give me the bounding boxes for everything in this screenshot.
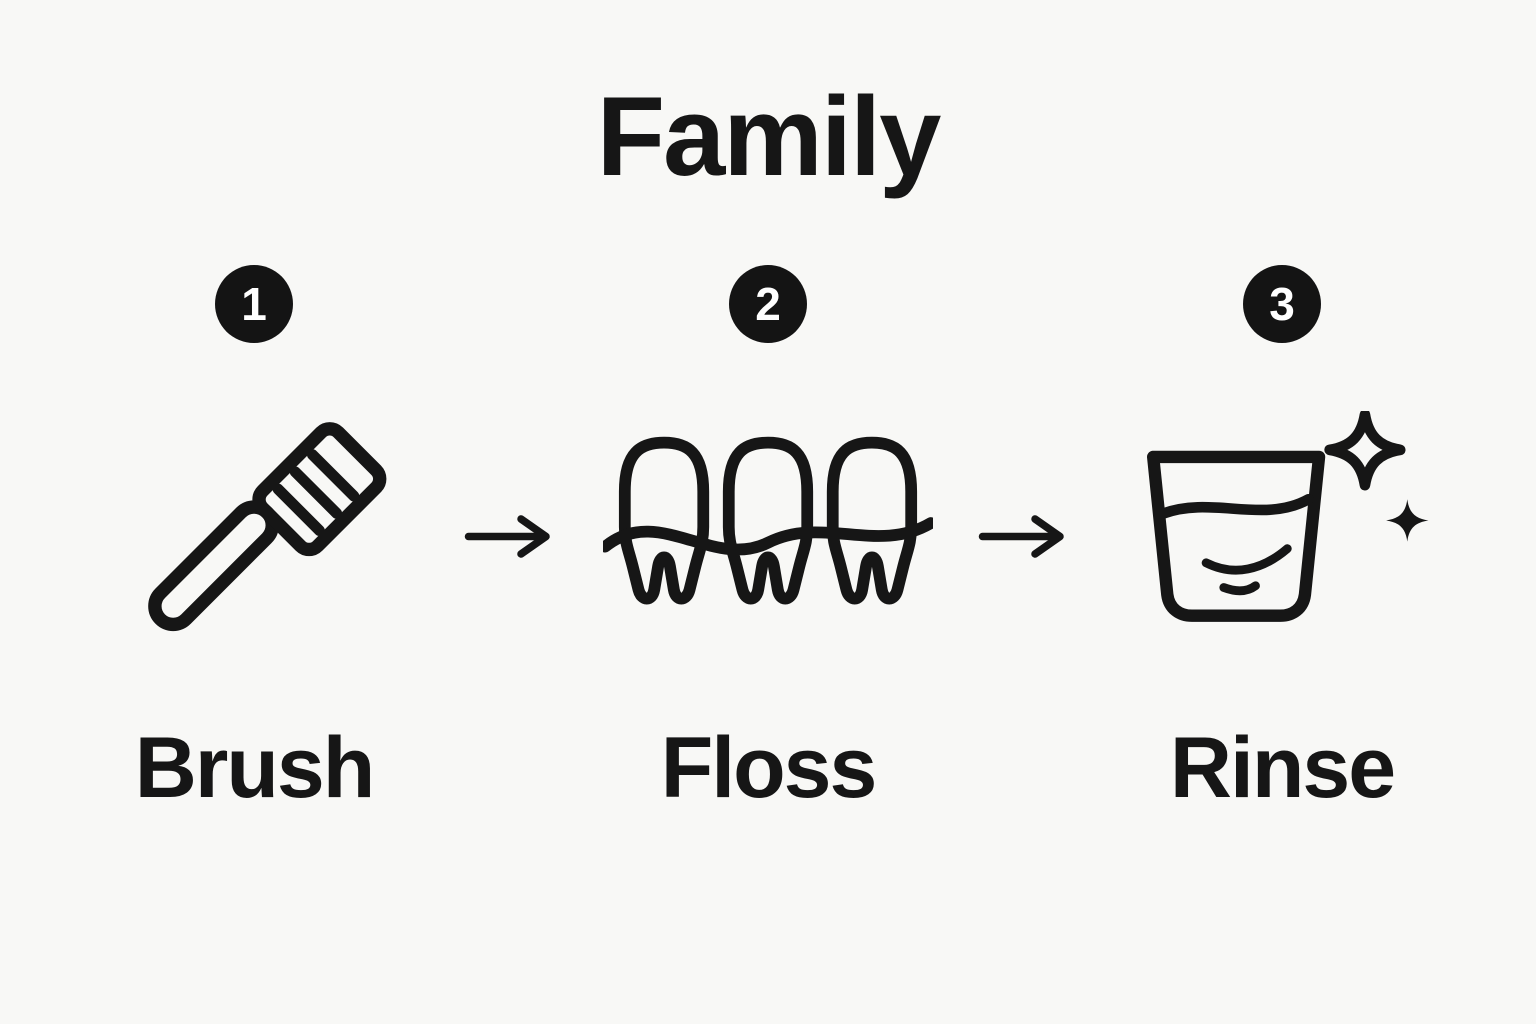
step-brush: 1 Brush <box>59 265 449 818</box>
step-floss: 2 Floss <box>573 265 963 818</box>
arrow-right-icon <box>464 515 550 558</box>
arrow-right-icon <box>978 515 1064 558</box>
step-label: Floss <box>660 720 878 816</box>
step-number: 1 <box>241 278 267 330</box>
step-number: 2 <box>755 278 781 330</box>
rinse-glass-icon <box>1132 377 1432 677</box>
step-number: 3 <box>1269 278 1295 330</box>
steps-row: 1 Brush <box>0 265 1536 818</box>
teeth-floss-icon <box>603 377 933 677</box>
toothbrush-icon <box>108 377 400 677</box>
step-label: Rinse <box>1169 720 1396 816</box>
step-number-badge: 3 <box>1243 265 1321 343</box>
step-number-badge: 2 <box>729 265 807 343</box>
step-rinse: 3 Rinse <box>1087 265 1477 818</box>
step-label: Brush <box>134 720 375 816</box>
step-number-badge: 1 <box>215 265 293 343</box>
page-title: Family <box>596 74 942 199</box>
